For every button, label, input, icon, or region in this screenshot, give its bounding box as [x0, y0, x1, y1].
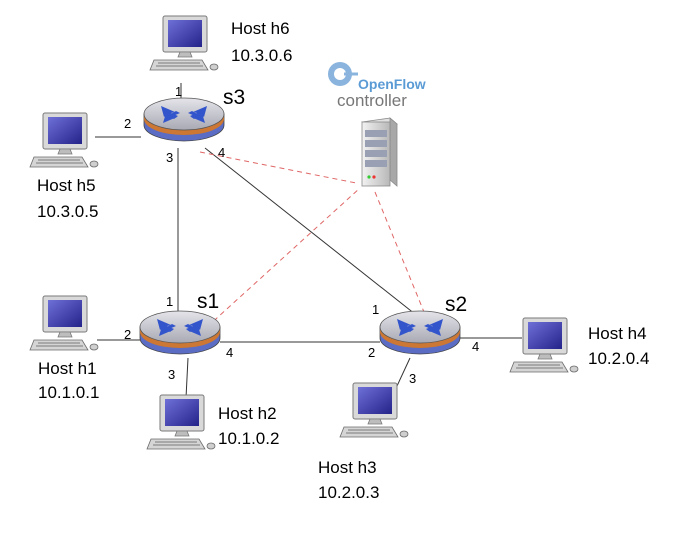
- host-h6-name: Host h6: [231, 19, 290, 38]
- host-h2-computer-icon: [146, 394, 216, 450]
- openflow-brand: OpenFlow: [358, 76, 426, 92]
- s2-port-1: 1: [372, 302, 380, 317]
- host-h2-name: Host h2: [218, 404, 277, 423]
- switch-s2-label: s2: [445, 293, 468, 316]
- link-s3-s2: [204, 147, 421, 319]
- openflow-logo-icon: [328, 62, 358, 86]
- host-h3-ip: 10.2.0.3: [318, 483, 380, 502]
- control-link-s2: [374, 191, 425, 313]
- s2-port-2: 2: [368, 345, 376, 360]
- switch-s1-label: s1: [197, 290, 220, 313]
- control-links: [199, 151, 425, 328]
- switch-s1-icon: [139, 310, 221, 355]
- host-h1-computer-icon: [29, 295, 99, 351]
- host-h5-name: Host h5: [37, 176, 96, 195]
- host-h4-name: Host h4: [588, 324, 647, 343]
- host-h2-ip: 10.1.0.2: [218, 429, 280, 448]
- controller-label: controller: [337, 91, 407, 110]
- switch-s3-label: s3: [223, 86, 246, 109]
- s3-port-2: 2: [124, 116, 132, 131]
- host-h1-ip: 10.1.0.1: [38, 383, 100, 402]
- host-h3-name: Host h3: [318, 458, 377, 477]
- s3-port-4: 4: [218, 145, 226, 160]
- s1-port-2: 2: [124, 327, 132, 342]
- link-s1-h2: [185, 357, 189, 399]
- s1-port-1: 1: [166, 294, 174, 309]
- s1-port-4: 4: [226, 345, 234, 360]
- host-h4-ip: 10.2.0.4: [588, 349, 650, 368]
- switch-s3-icon: [143, 97, 225, 142]
- control-link-s1: [206, 187, 361, 328]
- switch-s2-icon: [379, 310, 461, 355]
- s3-port-3: 3: [166, 150, 174, 165]
- host-h1-name: Host h1: [38, 359, 97, 378]
- host-h5-ip: 10.3.0.5: [37, 202, 99, 221]
- host-h5-computer-icon: [29, 112, 99, 168]
- controller-server-icon: [361, 117, 398, 187]
- s1-port-3: 3: [168, 367, 176, 382]
- host-h4-computer-icon: [509, 317, 579, 373]
- link-s2-h3: [396, 357, 411, 387]
- host-h6-computer-icon: [149, 15, 219, 71]
- s3-port-1: 1: [175, 84, 183, 99]
- host-h3-computer-icon: [339, 382, 409, 438]
- s2-port-4: 4: [472, 339, 480, 354]
- s2-port-3: 3: [409, 371, 417, 386]
- host-h6-ip: 10.3.0.6: [231, 46, 293, 65]
- data-links: [95, 83, 522, 399]
